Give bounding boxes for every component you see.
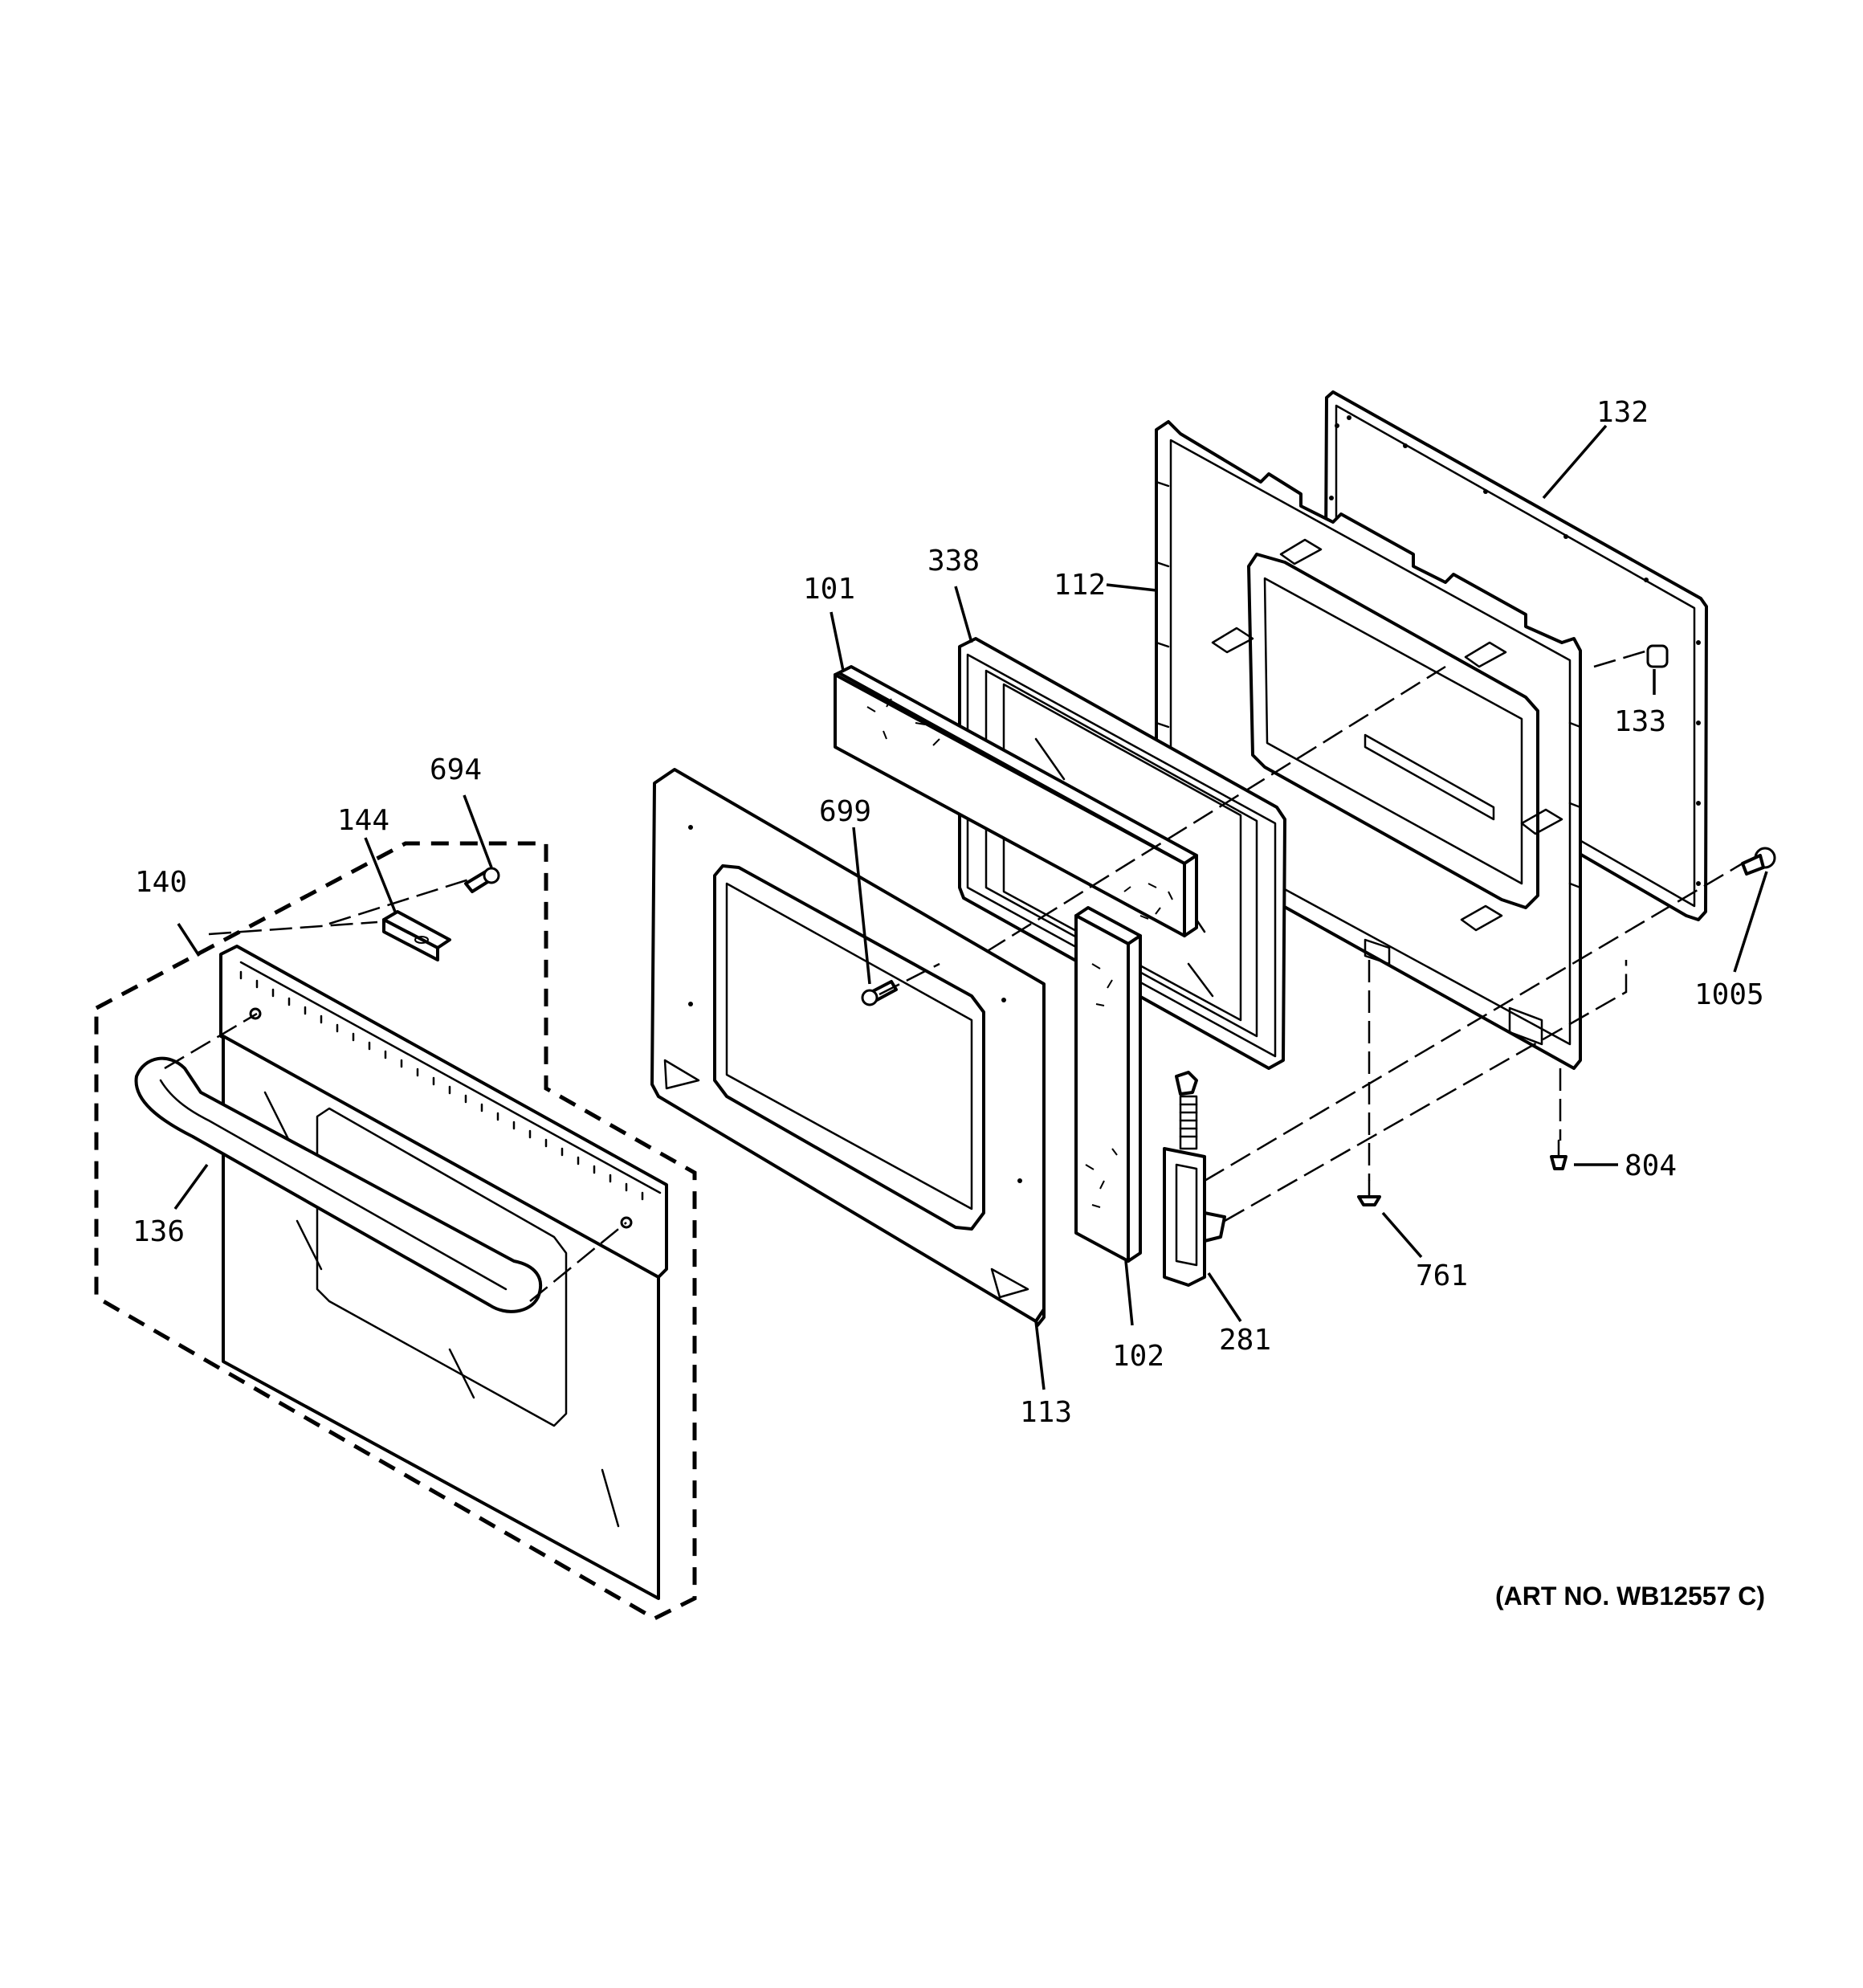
side-insulation-102 [1074,906,1142,1263]
callout-labels: 101 102 112 113 132 133 136 140 144 281 … [132,396,1764,1429]
callout-694: 694 [430,753,482,786]
handle-136 [134,1056,543,1313]
screw-699 [861,980,898,1006]
callout-338: 338 [927,545,980,578]
callout-132: 132 [1596,396,1649,429]
callout-112: 112 [1054,569,1106,602]
callout-1005: 1005 [1694,978,1764,1011]
bracket-144 [382,910,451,961]
callout-140: 140 [135,866,187,899]
screw-694 [464,867,500,893]
callout-101: 101 [803,573,855,606]
screw-804 [1550,1139,1567,1170]
art-number: (ART NO. WB12557 C) [1495,1582,1765,1610]
callout-113: 113 [1020,1396,1072,1429]
screw-1005 [1741,847,1776,876]
callout-102: 102 [1112,1340,1164,1373]
callout-761: 761 [1416,1259,1468,1292]
callout-804: 804 [1625,1149,1677,1182]
screw-761 [1357,1179,1381,1206]
inner-door-liner-112 [1155,420,1582,1070]
callout-281: 281 [1219,1324,1271,1357]
callout-136: 136 [132,1215,185,1248]
callout-699: 699 [819,795,871,828]
callout-133: 133 [1614,705,1666,738]
callout-144: 144 [337,804,389,837]
hinge-281 [1163,1071,1226,1287]
door-frame-113 [650,768,1046,1327]
callout-leaders [173,424,1768,1390]
alignment-lines [164,649,1743,1302]
stop-133 [1646,644,1669,668]
top-insulation-101 [834,665,1198,937]
